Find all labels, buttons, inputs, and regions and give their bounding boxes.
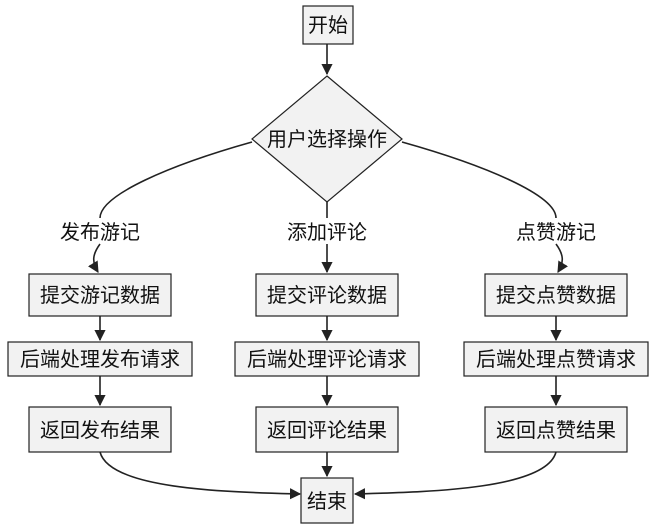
node-process-post-label: 后端处理发布请求: [20, 347, 180, 371]
node-process-comment-label: 后端处理评论请求: [247, 347, 407, 371]
node-start: 开始: [302, 5, 354, 45]
edge-return-like-to-end: [353, 451, 557, 500]
edge-label-branch-comment: 添加评论: [287, 220, 367, 244]
node-decision-label: 用户选择操作: [267, 127, 387, 151]
edge-branch-post-to-submit: [88, 243, 101, 273]
node-process-like: 后端处理点赞请求: [463, 341, 649, 377]
node-submit-post: 提交游记数据: [28, 273, 172, 317]
node-decision: 用户选择操作: [251, 75, 403, 203]
node-submit-comment-label: 提交评论数据: [267, 283, 387, 307]
node-process-comment: 后端处理评论请求: [234, 341, 420, 377]
node-return-post: 返回发布结果: [28, 406, 172, 453]
node-submit-like-label: 提交点赞数据: [496, 283, 616, 307]
node-submit-post-label: 提交游记数据: [40, 283, 160, 307]
node-end: 结束: [300, 477, 354, 524]
node-return-like-label: 返回点赞结果: [496, 418, 616, 442]
node-return-like: 返回点赞结果: [484, 406, 628, 453]
node-start-label: 开始: [308, 13, 348, 37]
node-return-post-label: 返回发布结果: [40, 418, 160, 442]
edge-decision-to-branch-like: [401, 141, 557, 219]
node-submit-comment: 提交评论数据: [255, 273, 399, 317]
node-return-comment-label: 返回评论结果: [267, 418, 387, 442]
edge-label-branch-like: 点赞游记: [516, 220, 596, 244]
node-process-like-label: 后端处理点赞请求: [476, 347, 636, 371]
node-return-comment: 返回评论结果: [255, 406, 399, 453]
node-process-post: 后端处理发布请求: [7, 341, 193, 377]
node-submit-like: 提交点赞数据: [484, 273, 628, 317]
edge-return-post-to-end: [99, 451, 302, 500]
edges: [88, 44, 568, 500]
node-end-label: 结束: [307, 489, 347, 513]
edge-decision-to-branch-post: [99, 141, 253, 219]
edge-branch-like-to-submit: [555, 243, 568, 273]
edge-label-branch-post: 发布游记: [60, 220, 140, 244]
